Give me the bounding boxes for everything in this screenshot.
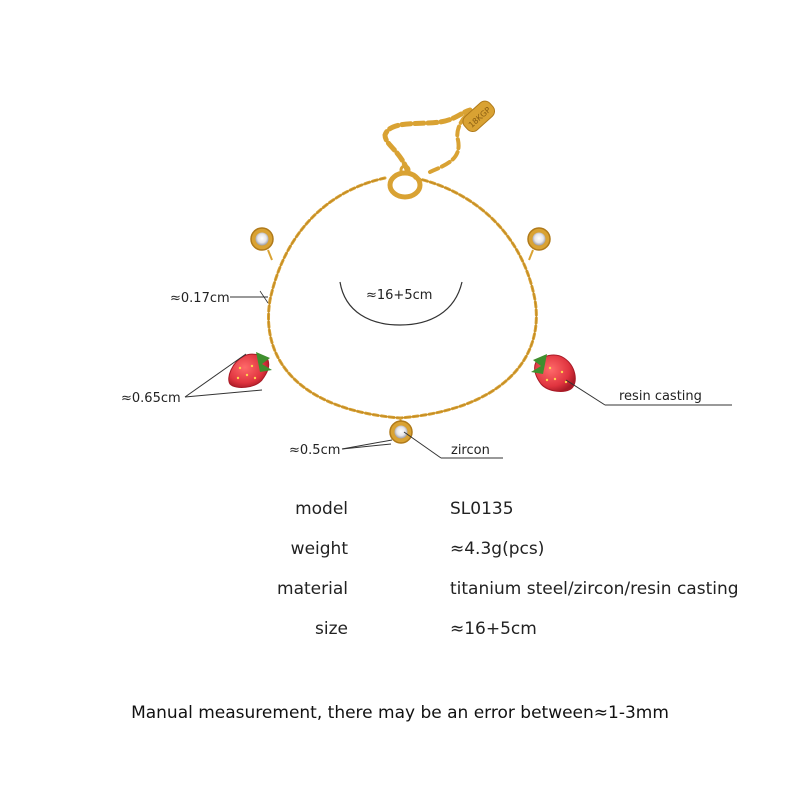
strawberry-size-label: ≈0.65cm <box>121 391 181 406</box>
extension-chain <box>382 107 473 175</box>
brand-tag: 18KGP <box>462 100 496 133</box>
spec-value: titanium steel/zircon/resin casting <box>450 579 739 599</box>
zircon-callout: zircon <box>451 443 490 458</box>
spec-value: ≈4.3g(pcs) <box>450 539 545 559</box>
zircon-size-label: ≈0.5cm <box>289 443 340 458</box>
zircon-charm-bottom <box>389 417 413 444</box>
spec-value: SL0135 <box>450 499 514 519</box>
spec-label: size <box>315 619 348 639</box>
measurement-note: Manual measurement, there may be an erro… <box>131 703 669 723</box>
zircon-charm-left <box>250 227 274 261</box>
strawberry-charm-right <box>531 354 576 392</box>
spec-label: model <box>295 499 348 519</box>
spec-row-size: size ≈16+5cm <box>0 619 800 649</box>
spec-label: weight <box>290 539 348 559</box>
spec-row-model: model SL0135 <box>0 499 800 529</box>
spec-label: material <box>277 579 348 599</box>
spec-value: ≈16+5cm <box>450 619 537 639</box>
strawberry-charm-left <box>228 352 272 388</box>
chain-thickness-label: ≈0.17cm <box>170 291 230 306</box>
bracelet-illustration: 18KGP ≈16+5cm <box>121 100 732 459</box>
spec-row-weight: weight ≈4.3g(pcs) <box>0 539 800 569</box>
spec-row-material: material titanium steel/zircon/resin cas… <box>0 579 800 609</box>
zircon-charm-right <box>527 227 551 261</box>
resin-callout: resin casting <box>619 389 702 404</box>
length-label: ≈16+5cm <box>366 288 432 303</box>
length-arc <box>339 281 463 326</box>
